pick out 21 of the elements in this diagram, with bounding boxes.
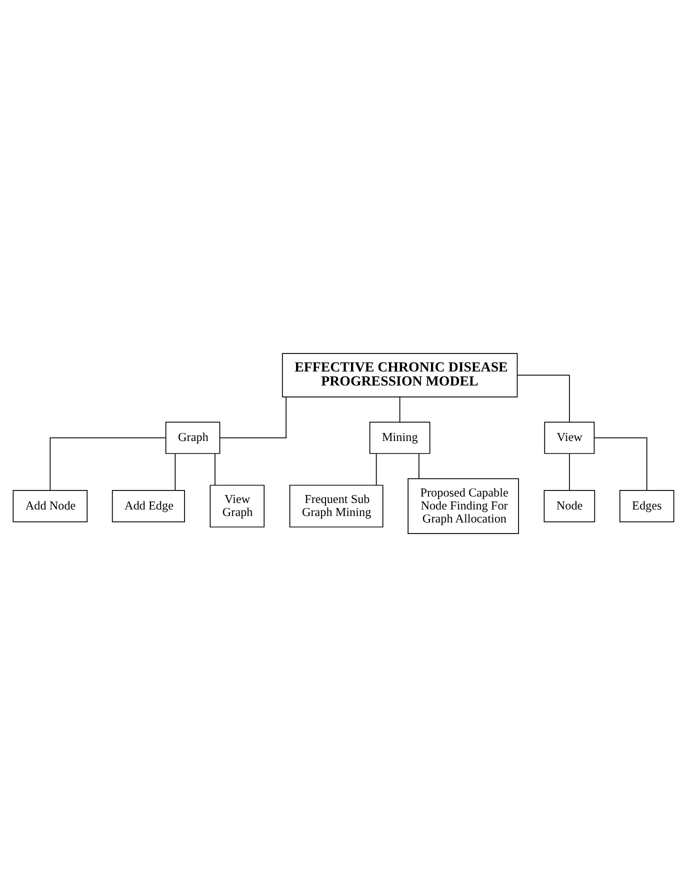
node-box: Edges	[619, 490, 674, 522]
node-box: Frequent Sub Graph Mining	[289, 484, 384, 527]
connector	[399, 396, 400, 422]
connector	[376, 452, 377, 486]
node-box: Mining	[369, 421, 430, 454]
connector	[594, 436, 648, 490]
connector	[214, 452, 216, 486]
node-box: Add Node	[12, 490, 88, 522]
node-box: Node	[544, 490, 596, 522]
connector	[516, 374, 570, 422]
node-box: View	[544, 421, 595, 454]
node-box: Graph	[165, 421, 220, 454]
connector	[418, 452, 420, 479]
node-box: EFFECTIVE CHRONIC DISEASE PROGRESSION MODEL	[282, 352, 518, 397]
connector	[50, 436, 166, 490]
connector	[568, 452, 570, 490]
node-box: Proposed Capable Node Finding For Graph Allocation	[408, 478, 519, 534]
node-box: View Graph	[210, 484, 265, 527]
connector	[219, 396, 287, 438]
node-box: Add Edge	[112, 490, 185, 522]
connector	[174, 452, 176, 490]
